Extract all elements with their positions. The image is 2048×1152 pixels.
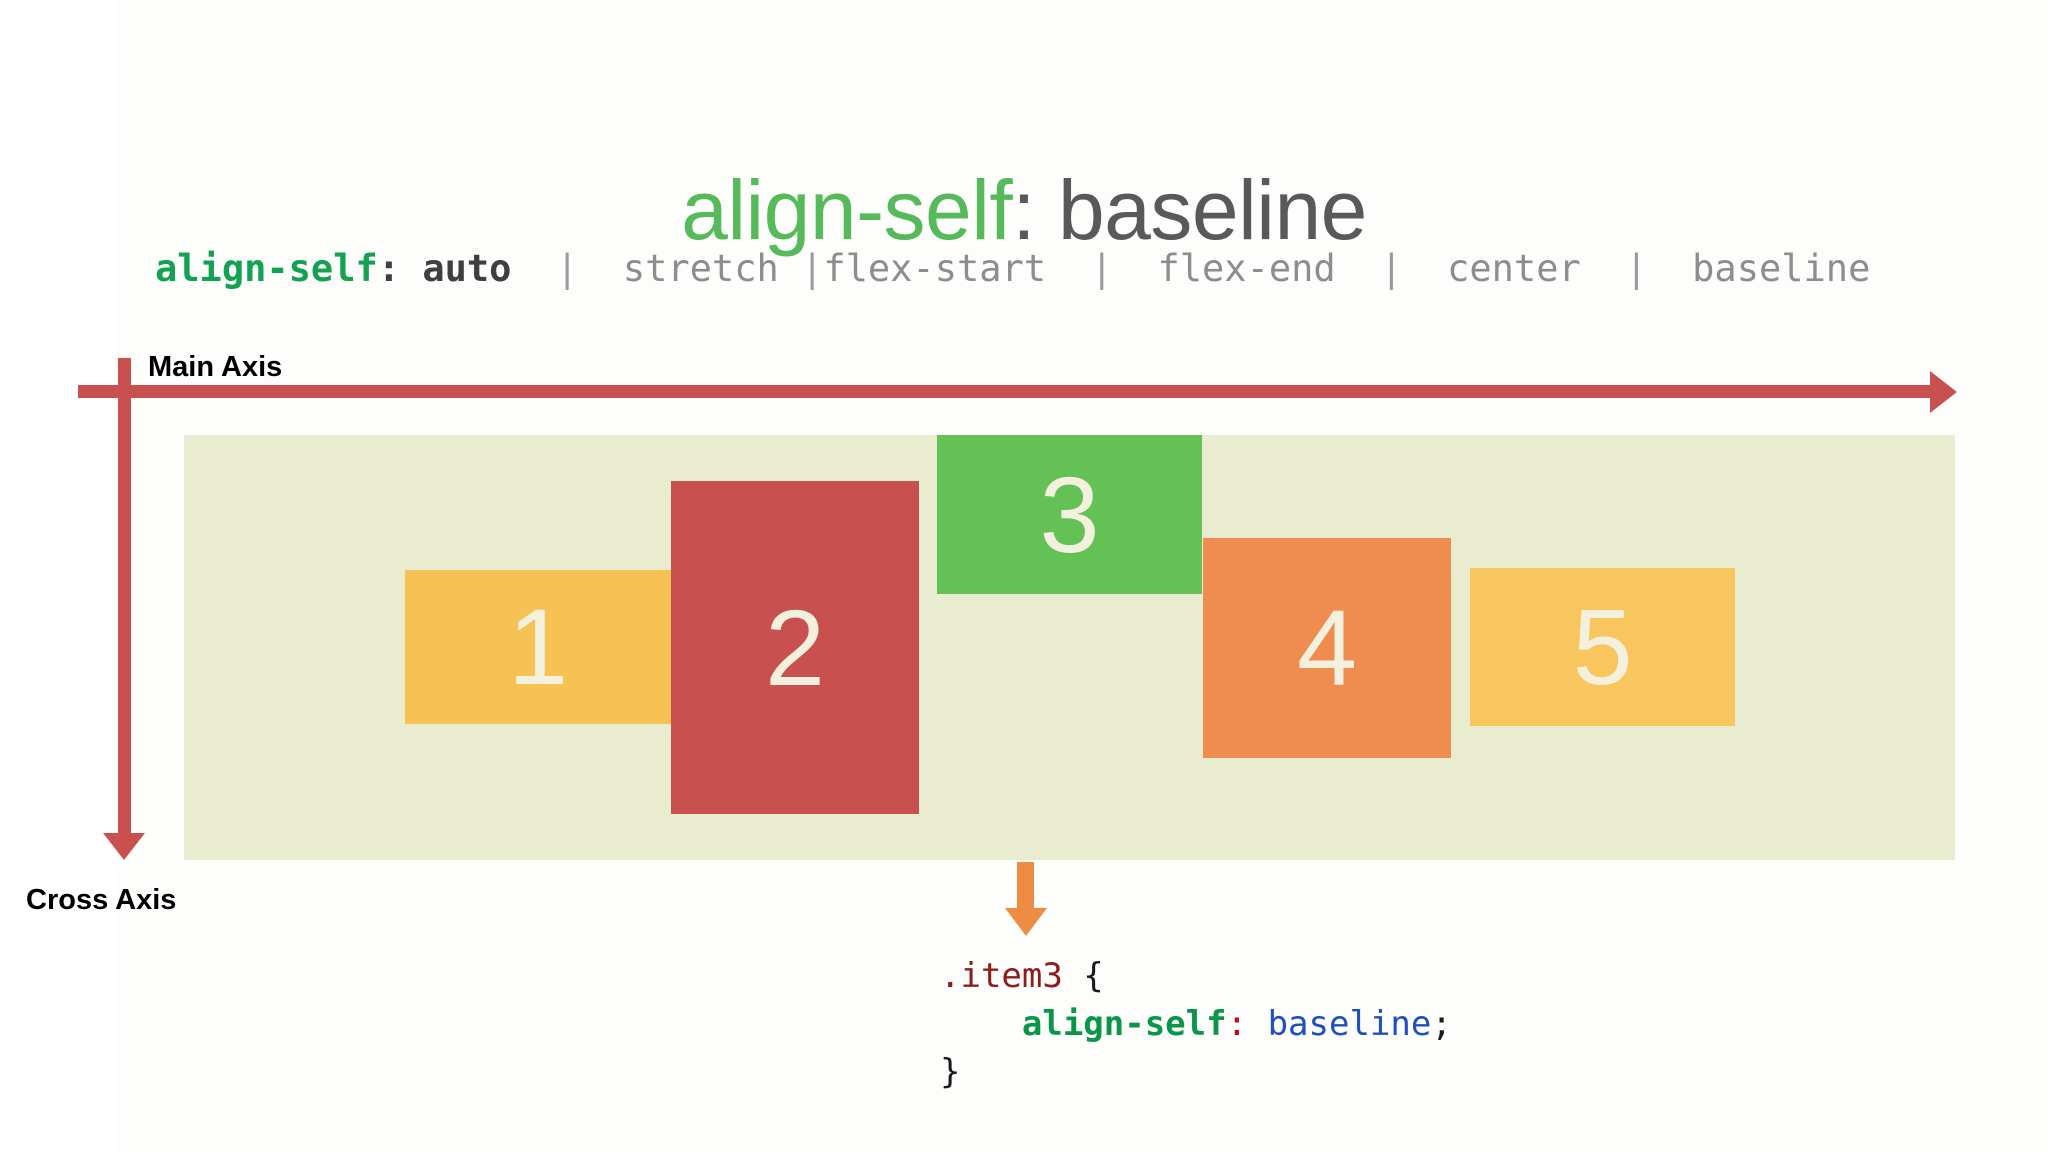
syntax-value-stretch: stretch — [622, 247, 779, 290]
cross-axis-arrowhead-icon — [103, 833, 145, 860]
flex-item-label: 3 — [1039, 453, 1100, 575]
flex-container: 1 2 3 4 5 — [184, 435, 1955, 860]
page-title: align-self: baseline — [0, 168, 2048, 252]
main-axis-arrowhead-icon — [1930, 371, 1957, 413]
code-property: align-self — [1021, 1004, 1227, 1044]
syntax-colon: : — [377, 247, 401, 290]
main-axis-line — [78, 385, 1940, 398]
syntax-property: align-self — [155, 247, 378, 290]
code-value: baseline — [1267, 1004, 1432, 1044]
main-axis-label: Main Axis — [148, 351, 283, 383]
cross-axis-line — [118, 358, 131, 838]
code-space — [1247, 1004, 1267, 1044]
flex-item-3: 3 — [937, 435, 1202, 594]
flex-item-1: 1 — [405, 570, 671, 724]
callout-arrow-stem — [1017, 862, 1034, 914]
title-separator: : — [1012, 163, 1058, 258]
code-colon: : — [1226, 1004, 1248, 1044]
callout-arrow-head-icon — [1005, 908, 1047, 936]
code-snippet: .item3 { align-self: baseline;} — [940, 952, 1452, 1096]
syntax-value-flex-start: flex-start — [823, 247, 1047, 290]
syntax-value-auto: auto — [422, 247, 512, 290]
code-line-2: align-self: baseline; — [940, 1000, 1452, 1048]
flex-item-2: 2 — [671, 481, 919, 814]
flex-item-label: 4 — [1296, 587, 1358, 708]
code-close-brace: } — [940, 1052, 961, 1092]
code-selector: .item3 — [940, 956, 1063, 996]
code-open-brace: { — [1062, 956, 1104, 996]
flex-item-5: 5 — [1470, 568, 1735, 726]
flex-item-label: 1 — [507, 586, 569, 707]
title-property: align-self — [681, 163, 1013, 258]
cross-axis-label: Cross Axis — [26, 884, 177, 916]
code-line-3: } — [940, 1048, 1452, 1096]
flex-item-4: 4 — [1203, 538, 1451, 758]
syntax-value-baseline: baseline — [1692, 247, 1871, 290]
syntax-value-center: center — [1447, 247, 1581, 290]
code-indent — [940, 1004, 1022, 1044]
title-value: baseline — [1057, 163, 1367, 258]
code-semicolon: ; — [1431, 1004, 1452, 1044]
flex-item-label: 2 — [764, 586, 826, 708]
code-line-1: .item3 { — [940, 952, 1452, 1000]
syntax-value-flex-end: flex-end — [1157, 247, 1336, 290]
flex-item-label: 5 — [1572, 586, 1633, 707]
syntax-values-line: align-self: auto | stretch |flex-start |… — [155, 247, 1871, 290]
